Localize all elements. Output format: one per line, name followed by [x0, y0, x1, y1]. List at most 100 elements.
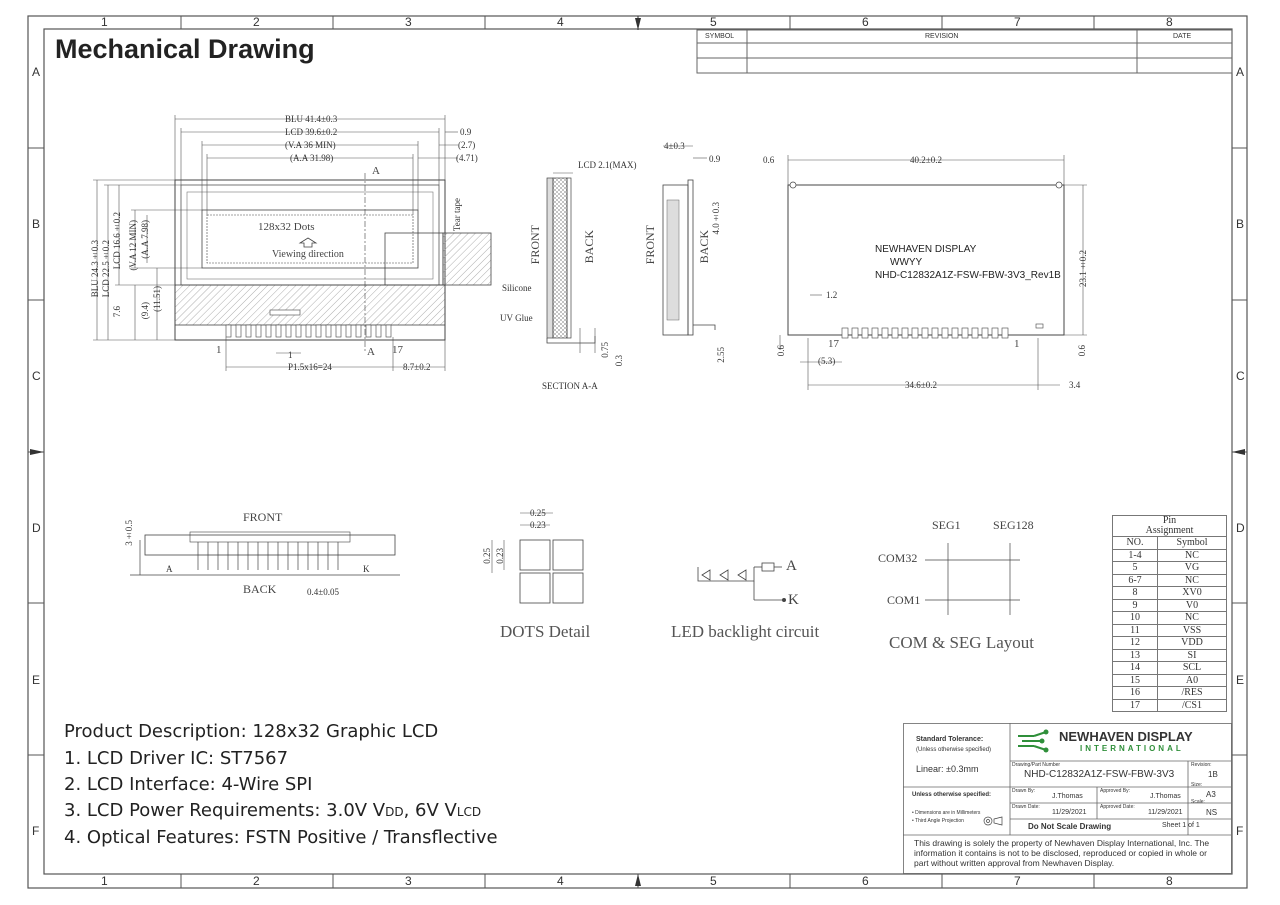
back-dim-height: 23.1±0.2: [1078, 250, 1088, 287]
dim-1151: (11.51): [152, 286, 162, 312]
pin-1-label: 1: [216, 344, 222, 356]
description-item-3-text: 3. LCD Power Requirements: 3.0V V: [64, 800, 386, 821]
tb-rev-label: Revision:: [1191, 762, 1212, 768]
product-description-title: Product Description: 128x32 Graphic LCD: [64, 721, 439, 742]
dim-right-09: 0.9: [460, 127, 472, 137]
section-back-label: BACK: [582, 230, 596, 264]
description-item-1: 1. LCD Driver IC: ST7567: [64, 748, 289, 769]
pin-symbol: /RES: [1157, 686, 1227, 700]
grid-row-a-right: A: [1236, 65, 1245, 79]
tb-third-angle: • Third Angle Projection: [912, 818, 964, 824]
side-dim-right: 0.9: [709, 154, 721, 164]
section-caption: SECTION A-A: [542, 381, 598, 391]
connector-front-label: FRONT: [243, 510, 283, 524]
led-circuit-drawing: [697, 562, 786, 602]
pin-no: 14: [1112, 661, 1158, 675]
grid-col-2: 2: [253, 15, 260, 29]
grid-col-1: 1: [101, 15, 108, 29]
section-dim-03: 0.3: [614, 355, 624, 367]
viewing-direction-label: Viewing direction: [272, 249, 344, 260]
grid-col-7-bottom: 7: [1014, 874, 1021, 888]
pin-17-label: 17: [392, 344, 403, 356]
tb-approved-date: 11/29/2021: [1148, 809, 1183, 816]
tb-approved-by-label: Approved By:: [1100, 788, 1131, 794]
connector-dim-left: 3±0.5: [124, 520, 134, 546]
grid-col-4: 4: [557, 15, 564, 29]
back-part-number: NHD-C12832A1Z-FSW-FBW-3V3_Rev1B: [875, 270, 1061, 281]
dim-lcd-height: LCD 22.5±0.2: [101, 240, 111, 298]
tb-approved-date-label: Approved Date:: [1100, 804, 1135, 810]
grid-col-5-bottom: 5: [710, 874, 717, 888]
back-view-drawing: [779, 155, 1087, 390]
side-front-label: FRONT: [643, 225, 657, 265]
comseg-drawing: [925, 543, 1020, 615]
back-dim-34: 3.4: [1069, 380, 1081, 390]
grid-col-2-bottom: 2: [253, 874, 260, 888]
dim-lcd166: LCD 16.6±0.2: [112, 212, 122, 270]
description-item-3: 3. LCD Power Requirements: 3.0V VDD, 6V …: [64, 800, 481, 821]
vlcd-subscript: LCD: [456, 805, 482, 819]
grid-row-f-right: F: [1236, 824, 1244, 838]
tb-logo-subtext: INTERNATIONAL: [1080, 744, 1184, 753]
dim-va-width: (V.A 36 MIN): [285, 140, 336, 150]
back-dim-left-off: 0.6: [763, 155, 775, 165]
pin-no: 6-7: [1112, 573, 1158, 587]
section-front-label: FRONT: [528, 225, 542, 265]
dim-76: 7.6: [112, 306, 122, 318]
pin-symbol: /CS1: [1157, 698, 1227, 712]
back-dim-53: (5.3): [818, 356, 836, 366]
tb-logo-text: NEWHAVEN DISPLAY: [1059, 729, 1193, 744]
pin-symbol: NC: [1157, 548, 1227, 562]
tb-scale-label: Scale:: [1191, 799, 1205, 805]
front-view-drawing: [93, 115, 492, 371]
tb-drawn-date-label: Drawn Date:: [1012, 804, 1040, 810]
pin-symbol: SI: [1157, 648, 1227, 662]
connector-drawing: [130, 531, 400, 576]
grid-col-3: 3: [405, 15, 412, 29]
connector-a-label: A: [166, 564, 173, 574]
pin-table-title-2: Assignment: [1112, 526, 1227, 537]
grid-col-4-bottom: 4: [557, 874, 564, 888]
pin-symbol: V0: [1157, 598, 1227, 612]
pin-row: 16/RES: [1112, 686, 1227, 700]
tb-linear: Linear: ±0.3mm: [916, 764, 979, 774]
pin-no: 16: [1112, 686, 1158, 700]
connector-k-label: K: [363, 564, 370, 574]
side-dim-bottom: 2.55: [716, 347, 726, 363]
back-dim-06-right: 0.6: [1077, 345, 1087, 357]
tb-scale: NS: [1206, 808, 1218, 817]
grid-col-3-bottom: 3: [405, 874, 412, 888]
tb-unless: (Unless otherwise specified): [916, 747, 992, 753]
vlcd-prefix: , 6V V: [403, 800, 457, 821]
pin-no: 11: [1112, 623, 1158, 637]
pin-table-col-symbol: Symbol: [1157, 536, 1227, 550]
tb-drawn-date: 11/29/2021: [1052, 809, 1087, 816]
section-lcd-max: LCD 2.1(MAX): [578, 160, 637, 170]
tb-notice: This drawing is solely the property of N…: [914, 838, 1210, 868]
section-view-drawing: [546, 172, 596, 353]
dim-va-height: (V.A 12 MIN): [128, 220, 138, 271]
dim-pitch: P1.5x16=24: [288, 362, 332, 372]
pin-no: 15: [1112, 673, 1158, 687]
dots-caption: DOTS Detail: [500, 622, 591, 641]
grid-col-5: 5: [710, 15, 717, 29]
title-block-frame: [903, 723, 1232, 874]
dim-pin-right: 8.7±0.2: [403, 362, 431, 372]
dim-aa-height: (A.A 7.98): [140, 220, 150, 259]
screen-dots-label: 128x32 Dots: [258, 221, 315, 233]
pin-symbol: XV0: [1157, 586, 1227, 600]
pin-symbol: VSS: [1157, 623, 1227, 637]
pin-no: 1-4: [1112, 548, 1158, 562]
back-dim-12: 1.2: [826, 290, 838, 300]
pin-symbol: SCL: [1157, 661, 1227, 675]
pin-symbol: NC: [1157, 573, 1227, 587]
comseg-com32: COM32: [878, 551, 918, 565]
pin-no: 10: [1112, 611, 1158, 625]
dim-aa-width: (A.A 31.98): [290, 153, 334, 163]
